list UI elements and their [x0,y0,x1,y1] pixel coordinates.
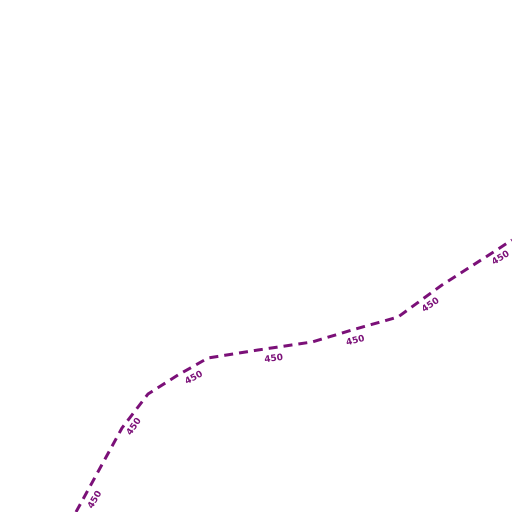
route-label: 450 [183,369,204,387]
route-450-line[interactable] [74,238,512,512]
route-label: 450 [264,353,284,366]
route-label: 450 [420,296,441,315]
route-label: 450 [490,249,511,267]
route-label-group: 450 450 450 450 450 450 450 [86,249,511,511]
route-label: 450 [86,489,104,510]
route-label: 450 [345,334,366,349]
